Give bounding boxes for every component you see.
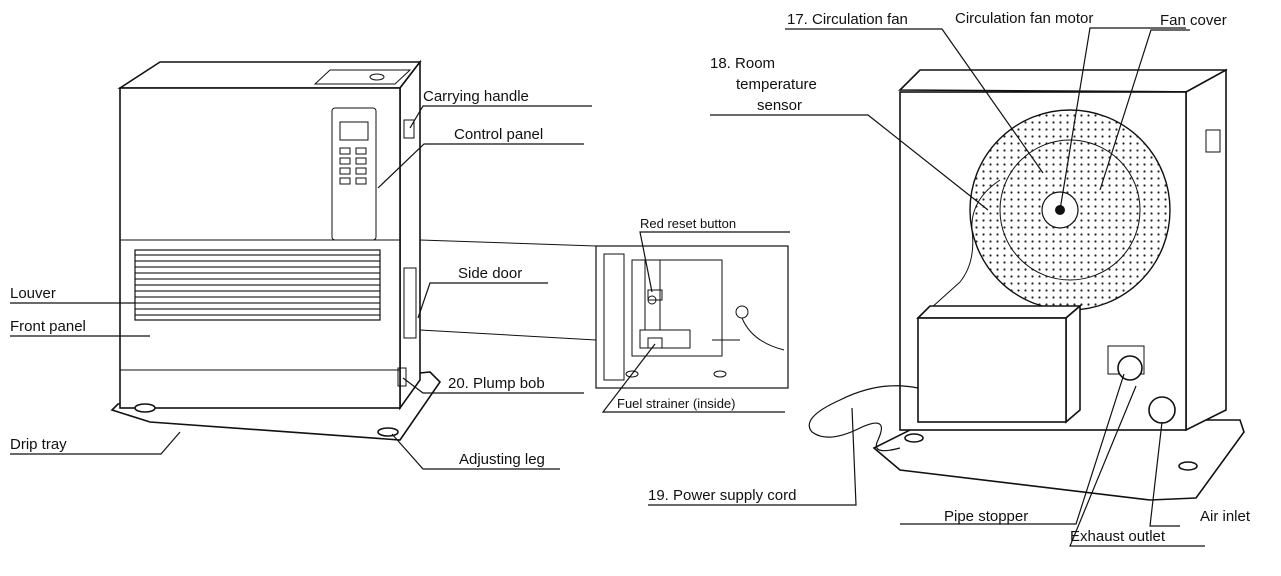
label-control-panel: Control panel (454, 126, 543, 143)
label-pipe-stopper: Pipe stopper (944, 508, 1028, 525)
side-door-shape (403, 267, 417, 339)
red-reset-button-shape (647, 289, 663, 301)
label-circulation-fan-motor: Circulation fan motor (955, 10, 1093, 27)
label-red-reset-button: Red reset button (640, 216, 736, 231)
carrying-handle-shape (403, 119, 415, 139)
label-front-panel: Front panel (10, 318, 86, 335)
control-display (339, 121, 369, 141)
labels: Carrying handle Control panel Side door … (10, 10, 1251, 545)
label-drip-tray: Drip tray (10, 436, 67, 453)
inset-frame (595, 245, 789, 389)
front-heater-illustration (110, 59, 442, 441)
label-louver: Louver (10, 285, 56, 302)
label-room-temp-2: temperature (736, 76, 817, 93)
label-room-temp-3: sensor (757, 97, 802, 114)
rear-heater-illustration (808, 68, 1245, 501)
top-cap (313, 69, 412, 85)
louver-shape (134, 249, 381, 321)
rear-box (917, 317, 1067, 423)
foot-left (134, 403, 156, 413)
label-power-supply-cord: 19. Power supply cord (648, 487, 796, 504)
label-fuel-strainer: Fuel strainer (inside) (617, 396, 736, 411)
adjusting-leg-shape (377, 427, 399, 437)
top-knob (369, 73, 385, 81)
label-plump-bob: 20. Plump bob (448, 375, 545, 392)
label-carrying-handle: Carrying handle (423, 88, 529, 105)
power-cord-shape (808, 385, 919, 452)
detail-inset (419, 239, 789, 389)
front-heater-side (399, 59, 421, 411)
label-room-temp-1: 18. Room (710, 55, 775, 72)
label-fan-cover: Fan cover (1160, 12, 1227, 29)
fuel-strainer-shape (647, 337, 663, 349)
plump-bob-shape (397, 367, 407, 387)
label-air-inlet: Air inlet (1200, 508, 1251, 525)
control-buttons (339, 147, 367, 185)
circulation-fan-shape (999, 139, 1141, 281)
air-inlet-shape (1148, 396, 1176, 424)
leader-lines (10, 27, 1205, 547)
rear-base-tray (872, 419, 1245, 501)
label-circulation-fan: 17. Circulation fan (787, 11, 908, 28)
front-heater-front (119, 87, 401, 409)
label-side-door: Side door (458, 265, 522, 282)
label-exhaust-outlet: Exhaust outlet (1070, 528, 1166, 545)
label-adjusting-leg: Adjusting leg (459, 451, 545, 468)
